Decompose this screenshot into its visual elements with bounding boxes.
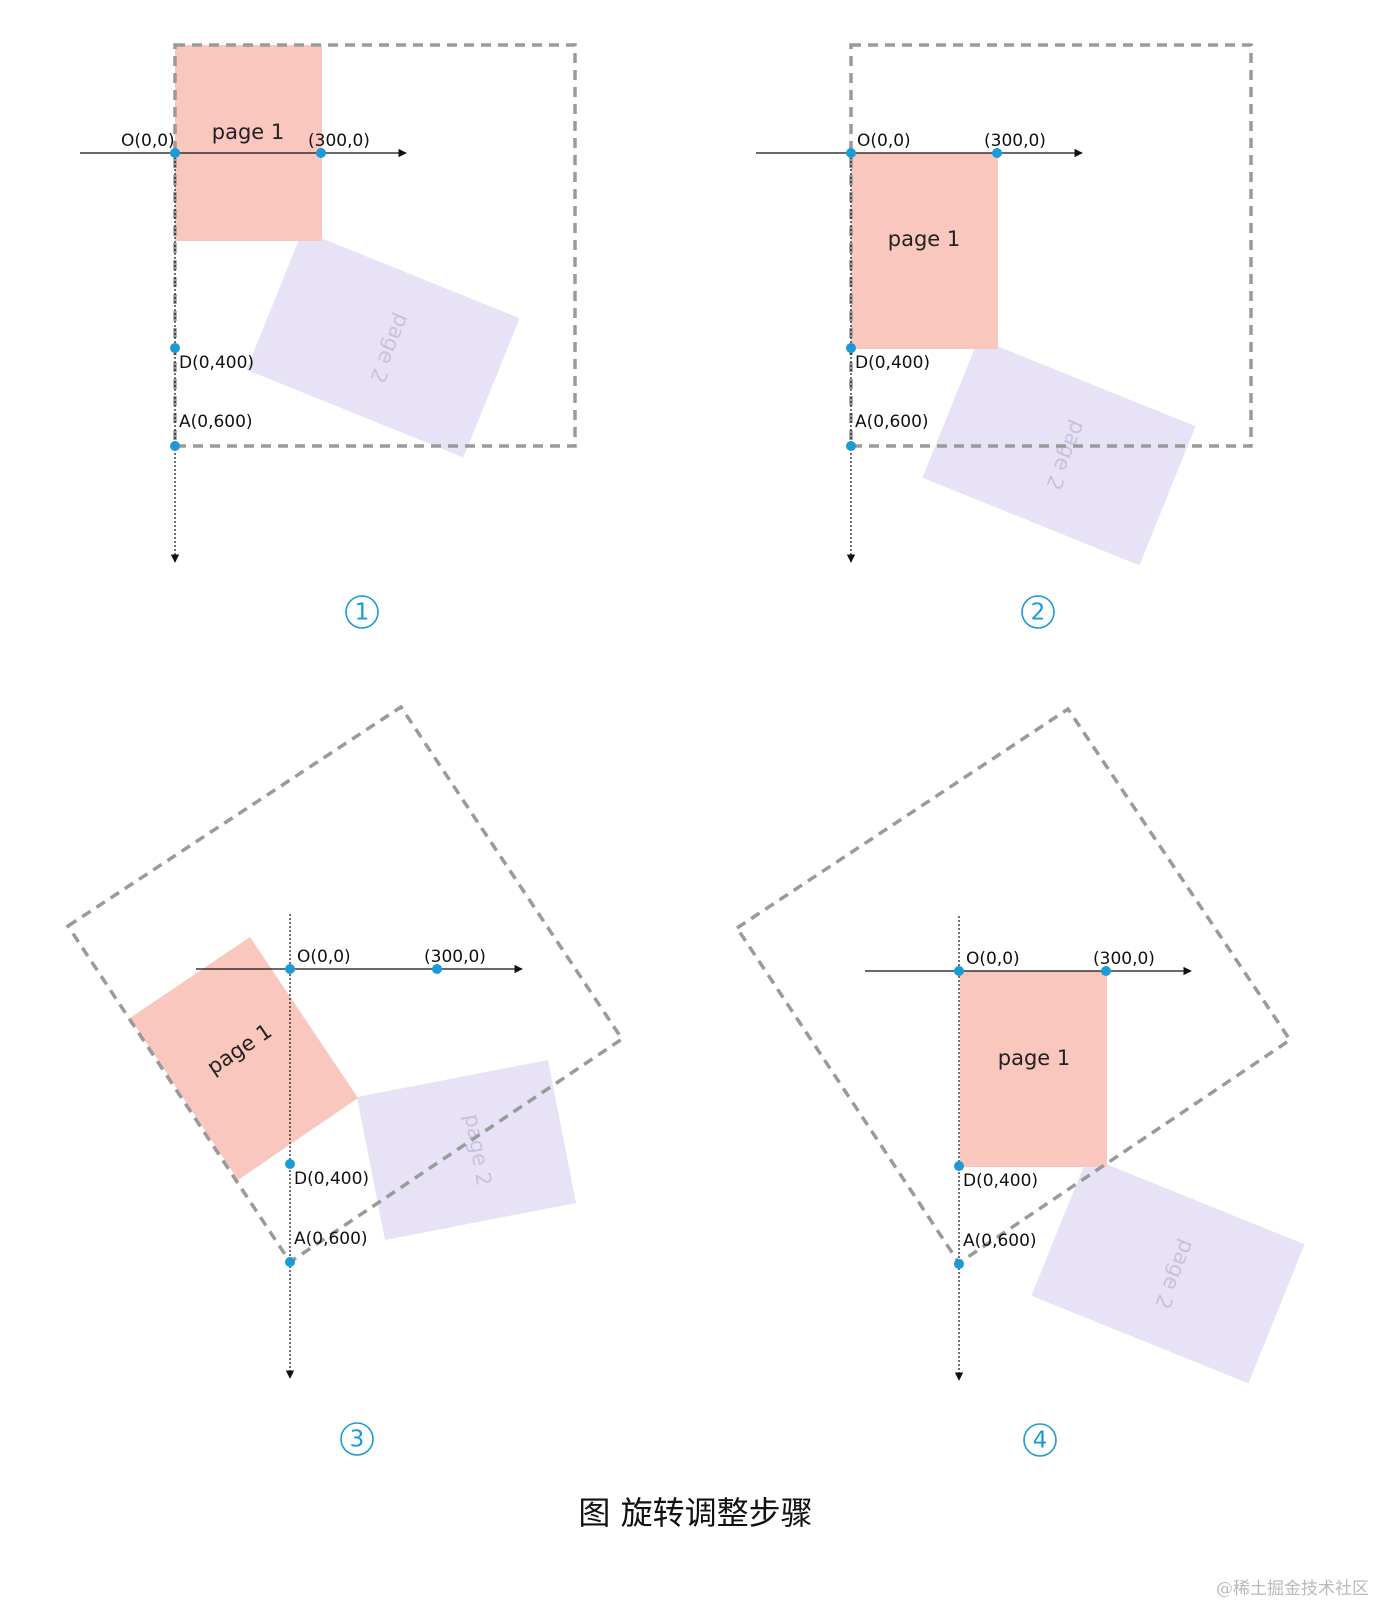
step-number: 1 bbox=[355, 600, 370, 626]
page1-label: page 1 bbox=[888, 227, 961, 251]
page1-label: page 1 bbox=[212, 120, 285, 144]
d-point bbox=[170, 343, 180, 353]
figure-caption: 图 旋转调整步骤 bbox=[578, 1494, 813, 1532]
x-point-label: (300,0) bbox=[424, 947, 486, 967]
step-number: 4 bbox=[1033, 1428, 1048, 1454]
d-point bbox=[285, 1159, 295, 1169]
a-point bbox=[954, 1259, 964, 1269]
d-point-label: D(0,400) bbox=[294, 1169, 369, 1189]
x-point-label: (300,0) bbox=[1093, 949, 1155, 969]
origin-label: O(0,0) bbox=[121, 131, 175, 151]
page1-rect bbox=[130, 937, 358, 1180]
x-point bbox=[992, 148, 1002, 158]
page2-rect bbox=[1031, 1156, 1305, 1384]
a-point-label: A(0,600) bbox=[855, 412, 929, 432]
a-point-label: A(0,600) bbox=[963, 1231, 1037, 1251]
a-point-label: A(0,600) bbox=[179, 412, 253, 432]
step-circle bbox=[345, 595, 379, 629]
origin-label: O(0,0) bbox=[966, 949, 1020, 969]
step-circle bbox=[1021, 595, 1055, 629]
page1-rect bbox=[851, 153, 998, 349]
step-circle bbox=[1023, 1423, 1057, 1457]
d-point-label: D(0,400) bbox=[179, 353, 254, 373]
d-point-label: D(0,400) bbox=[963, 1171, 1038, 1191]
page1-rect bbox=[960, 971, 1107, 1167]
panel-step-4: page 2 page 1 O(0,0) (300,0) D(0,400) A(… bbox=[734, 706, 1305, 1457]
origin-label: O(0,0) bbox=[857, 131, 911, 151]
origin-point bbox=[846, 148, 856, 158]
d-point bbox=[846, 343, 856, 353]
x-point bbox=[1101, 966, 1111, 976]
a-point bbox=[285, 1257, 295, 1267]
frame-dashed bbox=[734, 706, 1293, 1266]
d-point-label: D(0,400) bbox=[855, 353, 930, 373]
panel-step-1: page 2 page 1 O(0,0) (300,0) D(0,400) A(… bbox=[80, 43, 577, 629]
page2-rect bbox=[357, 1060, 576, 1240]
watermark: @稀土掘金技术社区 bbox=[1216, 1579, 1369, 1599]
origin-label: O(0,0) bbox=[297, 947, 351, 967]
x-point bbox=[432, 964, 442, 974]
x-point bbox=[316, 148, 326, 158]
panel-step-2: page 2 page 1 O(0,0) (300,0) D(0,400) A(… bbox=[756, 43, 1253, 629]
x-point-label: (300,0) bbox=[984, 131, 1046, 151]
panel-step-3: page 2 page 1 O(0,0) (300,0) D(0,400) A(… bbox=[65, 704, 625, 1456]
origin-point bbox=[170, 148, 180, 158]
page1-label: page 1 bbox=[998, 1046, 1071, 1070]
origin-point bbox=[285, 964, 295, 974]
page1-rect bbox=[175, 45, 322, 241]
step-number: 3 bbox=[350, 1427, 365, 1453]
a-point bbox=[846, 441, 856, 451]
x-point-label: (300,0) bbox=[308, 131, 370, 151]
origin-point bbox=[954, 966, 964, 976]
a-point-label: A(0,600) bbox=[294, 1229, 368, 1249]
step-circle bbox=[340, 1422, 374, 1456]
d-point bbox=[954, 1161, 964, 1171]
a-point bbox=[170, 441, 180, 451]
page2-rect bbox=[246, 230, 520, 458]
page2-rect bbox=[922, 338, 1196, 566]
frame-dashed bbox=[65, 704, 625, 1265]
step-number: 2 bbox=[1031, 600, 1046, 626]
